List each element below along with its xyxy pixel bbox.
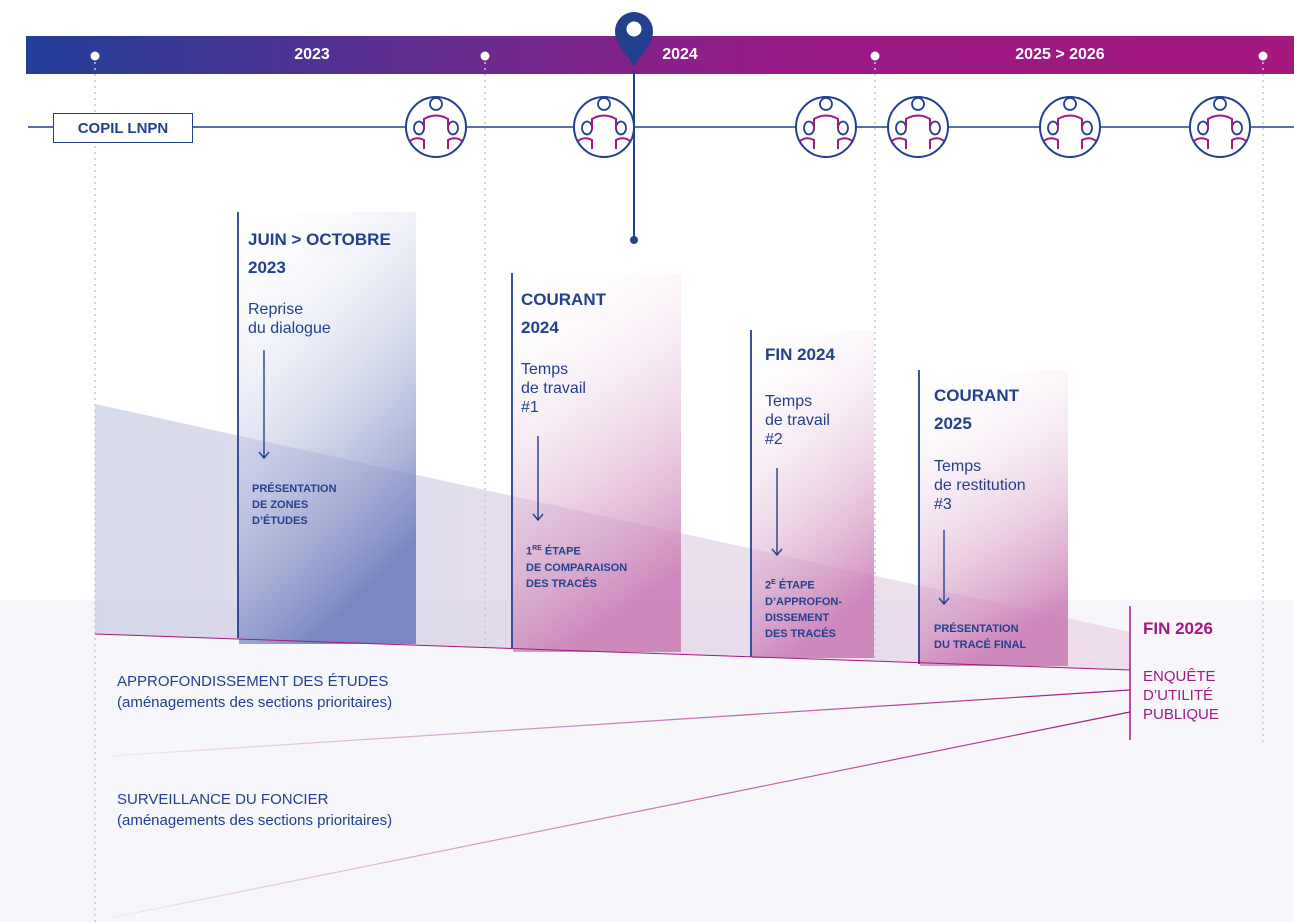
down-arrows [258,350,950,606]
meeting-group-icon [405,96,467,158]
phase-block-2 [513,273,681,652]
copil-label: COPIL LNPN [53,113,193,143]
location-pin-icon [615,12,653,66]
year-label-2023: 2023 [294,46,330,63]
meeting-icons [405,96,1251,158]
track-land-monitoring: SURVEILLANCE DU FONCIER(aménagements des… [117,791,393,829]
phase-block-4 [920,370,1068,666]
phase-block-3 [752,330,874,658]
year-bar [26,36,1294,74]
meeting-group-icon [795,96,857,158]
meeting-group-icon [573,96,635,158]
phase-borders [237,212,920,664]
year-label-2025-2026: 2025 > 2026 [1015,46,1105,63]
meeting-group-icon [1039,96,1101,158]
track-studies: APPROFONDISSEMENT DES ÉTUDES(aménagement… [117,673,393,711]
meeting-group-icon [887,96,949,158]
track-line-2 [109,711,1131,919]
meeting-group-icon [1189,96,1251,158]
year-label-2024: 2024 [662,46,698,63]
wedge-edge [94,633,1131,671]
final-date: FIN 2026 [1143,619,1213,638]
track-line-1 [109,689,1131,757]
phase-3-date: FIN 2024 [765,345,835,364]
year-divider-dots [90,51,1268,61]
year-dividers [94,62,1264,922]
current-marker-dot [630,236,638,244]
phase-block-1 [239,212,416,644]
